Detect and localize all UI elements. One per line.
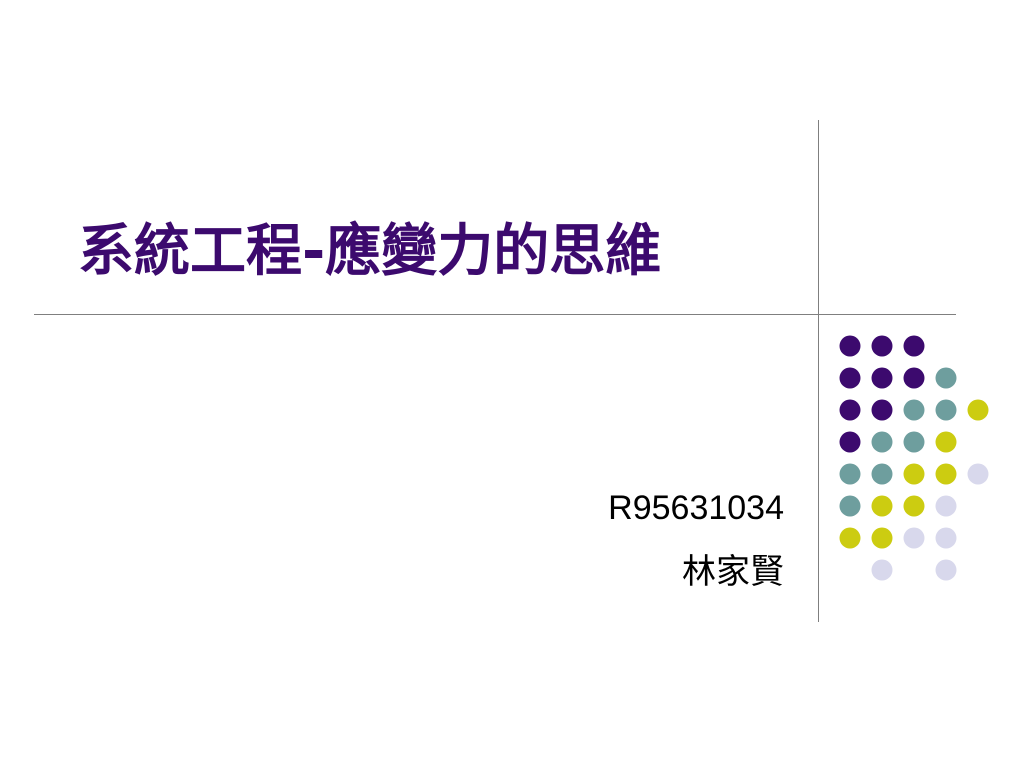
author-name: 林家賢 — [682, 552, 784, 592]
dot-lavender — [935, 559, 957, 581]
dot-lime — [871, 527, 893, 549]
dot-purple — [903, 335, 925, 357]
dot-teal — [839, 495, 861, 517]
dot-purple — [839, 367, 861, 389]
dot-lime — [903, 495, 925, 517]
dot-purple — [839, 335, 861, 357]
dot-lavender — [903, 527, 925, 549]
dot-lavender — [935, 495, 957, 517]
dot-lime — [903, 463, 925, 485]
dot-teal — [871, 431, 893, 453]
dot-lime — [935, 431, 957, 453]
dot-teal — [839, 463, 861, 485]
dot-purple — [839, 399, 861, 421]
dot-lime — [871, 495, 893, 517]
horizontal-divider — [34, 314, 956, 315]
dot-purple — [871, 367, 893, 389]
dot-teal — [935, 399, 957, 421]
dot-lime — [967, 399, 989, 421]
dot-purple — [871, 335, 893, 357]
dot-lavender — [935, 527, 957, 549]
dot-teal — [935, 367, 957, 389]
dot-lime — [839, 527, 861, 549]
slide-title: 系統工程-應變力的思維 — [78, 219, 662, 284]
dot-teal — [903, 431, 925, 453]
dot-purple — [903, 367, 925, 389]
dot-lavender — [967, 463, 989, 485]
dot-teal — [871, 463, 893, 485]
dot-teal — [903, 399, 925, 421]
student-id: R95631034 — [608, 489, 784, 527]
dot-lime — [935, 463, 957, 485]
dot-lavender — [871, 559, 893, 581]
vertical-divider — [818, 120, 819, 622]
dot-purple — [871, 399, 893, 421]
dot-purple — [839, 431, 861, 453]
